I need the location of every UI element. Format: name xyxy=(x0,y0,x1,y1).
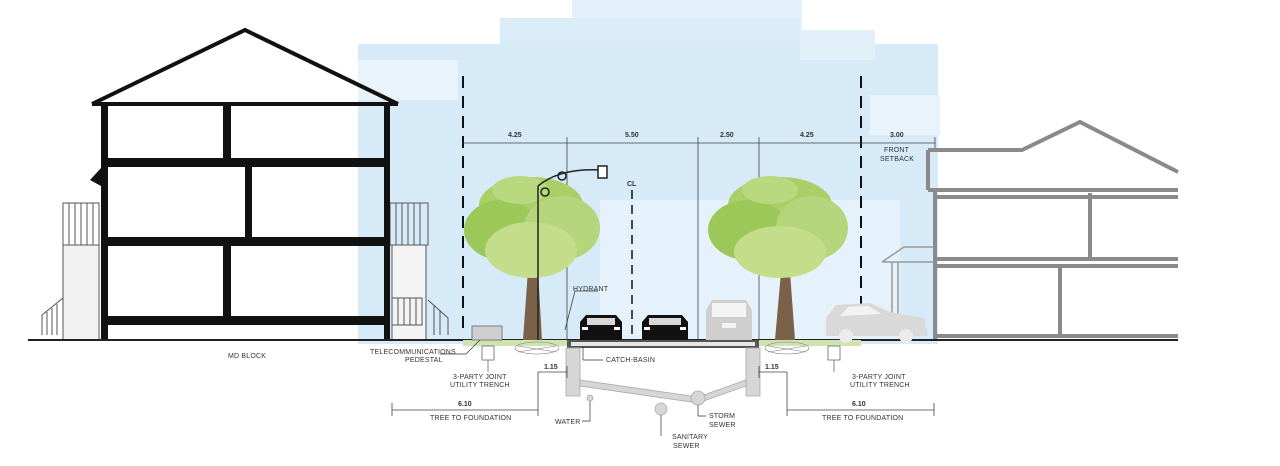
dim-front-setback: 3.00 xyxy=(890,132,904,139)
front-setback-label-1: FRONT xyxy=(884,147,910,154)
tree-to-foundation-right-label: TREE TO FOUNDATION xyxy=(822,415,903,422)
trench-left-label-2: UTILITY TRENCH xyxy=(450,382,510,389)
dim-tree-to-curb-left: 1.15 xyxy=(544,364,558,371)
car-icon xyxy=(706,300,752,340)
dim-travel-lane: 5.50 xyxy=(625,132,639,139)
sanitary-sewer-label-2: SEWER xyxy=(673,443,700,450)
storm-sewer-leader xyxy=(697,405,706,417)
house-icon xyxy=(41,27,449,341)
root-zone-left xyxy=(514,341,560,355)
telecom-leader xyxy=(440,339,481,355)
car-icon xyxy=(580,315,622,340)
hydrant-label: HYDRANT xyxy=(573,286,609,293)
trench-left-label-1: 3-PARTY JOINT xyxy=(453,374,507,381)
house-icon xyxy=(926,119,1179,340)
md-block-label: MD BLOCK xyxy=(228,353,266,360)
storm-sewer-label-1: STORM xyxy=(709,413,735,420)
right-of-way-lines xyxy=(462,76,862,336)
dim-tree-to-foundation-left: 6.10 xyxy=(458,401,472,408)
trench-right-label-2: UTILITY TRENCH xyxy=(850,382,910,389)
tree-icon xyxy=(708,176,848,340)
street-lamp-icon xyxy=(537,165,608,340)
car-icon xyxy=(826,303,928,343)
sanitary-sewer-label-1: SANITARY xyxy=(672,434,708,441)
tree-to-foundation-left-label: TREE TO FOUNDATION xyxy=(430,415,511,422)
pipe-icon xyxy=(565,347,761,416)
utility-trench-right xyxy=(827,345,841,372)
car-icon xyxy=(642,315,688,340)
dim-boulevard-left: 4.25 xyxy=(508,132,522,139)
telecom-label-2: PEDESTAL xyxy=(405,357,443,364)
bottom-dimension-lines xyxy=(391,366,935,416)
dim-tree-to-foundation-right: 6.10 xyxy=(852,401,866,408)
porch-left xyxy=(41,202,100,341)
dim-tree-to-curb-right: 1.15 xyxy=(765,364,779,371)
trench-right-label-1: 3-PARTY JOINT xyxy=(852,374,906,381)
telecom-pedestal xyxy=(471,325,503,341)
storm-sewer-label-2: SEWER xyxy=(709,422,736,429)
catch-basin-label: CATCH-BASIN xyxy=(606,357,655,364)
ground-line xyxy=(28,339,1178,348)
dim-boulevard-right: 4.25 xyxy=(800,132,814,139)
front-setback-label-2: SETBACK xyxy=(880,156,914,163)
porch-right xyxy=(389,202,449,341)
hydrant-leader xyxy=(564,290,598,331)
water-leader xyxy=(582,401,591,422)
water-label: WATER xyxy=(555,419,581,426)
centerline-label: CL xyxy=(627,181,637,188)
dim-parking-lane: 2.50 xyxy=(720,132,734,139)
telecom-label-1: TELECOMMUNICATIONS xyxy=(370,349,456,356)
sky-background xyxy=(358,0,940,344)
utility-trench-left xyxy=(481,345,495,372)
root-zone-right xyxy=(764,341,810,355)
